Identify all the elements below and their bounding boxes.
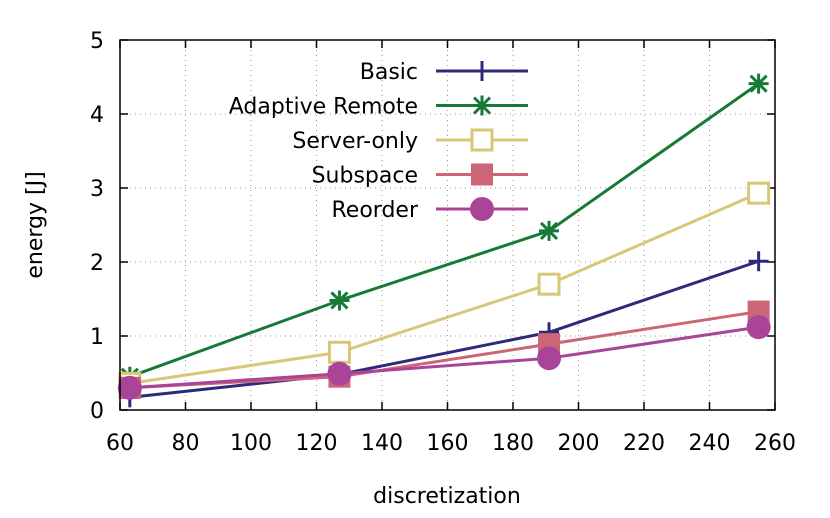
data-point-adaptive-remote [748, 73, 769, 94]
legend-marker [471, 163, 493, 186]
series-subspace [118, 300, 770, 399]
legend-label: Adaptive Remote [229, 95, 418, 120]
data-point-reorder [327, 361, 352, 386]
asterisk-marker-shape [472, 95, 492, 116]
open-square-marker-shape [470, 128, 494, 152]
x-tick-label: 180 [492, 431, 534, 456]
y-tick-label: 0 [90, 399, 104, 424]
x-tick-label: 260 [754, 431, 796, 456]
asterisk-marker-shape [539, 220, 560, 241]
filled-circle-marker-shape [117, 375, 142, 400]
data-point-server-only [747, 181, 771, 205]
legend-marker [470, 128, 494, 152]
data-point-server-only [537, 272, 561, 296]
legend-marker [472, 61, 492, 81]
legend-item-adaptive-remote: Adaptive Remote [229, 95, 528, 120]
plot-frame [119, 39, 776, 411]
legend-item-server-only: Server-only [292, 128, 528, 154]
data-point-adaptive-remote [329, 290, 350, 311]
legend-marker [472, 95, 492, 116]
tick-labels: 60 80 100 120 140 160 180 200 220 240 260 0 1 2 3 4 5 [90, 29, 796, 456]
grid-lines [120, 40, 775, 410]
legend-label: Subspace [312, 164, 418, 189]
asterisk-marker-shape [748, 73, 769, 94]
legend-item-reorder: Reorder [332, 197, 528, 223]
data-point-basic [748, 251, 769, 272]
y-axis-title: energy [J] [23, 171, 48, 278]
series-reorder [117, 315, 771, 400]
filled-circle-marker-shape [327, 361, 352, 386]
series-line-reorder [129, 325, 759, 390]
plus-marker-shape [748, 251, 769, 272]
open-square-marker-shape [327, 340, 351, 364]
x-tick-label: 240 [689, 431, 731, 456]
legend-label: Reorder [332, 198, 419, 223]
y-tick-label: 4 [90, 103, 104, 128]
filled-circle-marker-shape [537, 346, 562, 371]
legend-label: Basic [360, 60, 418, 85]
data-point-adaptive-remote [539, 220, 560, 241]
x-tick-label: 120 [296, 431, 338, 456]
y-tick-label: 2 [90, 251, 104, 276]
data-point-reorder [537, 346, 562, 371]
data-point-server-only [327, 340, 351, 364]
x-tick-label: 160 [427, 431, 469, 456]
series-line-subspace [129, 310, 759, 390]
series-line-adaptive-remote [129, 82, 760, 379]
series-line-server-only [129, 191, 760, 385]
series-line-basic [129, 259, 760, 399]
y-tick-label: 1 [90, 325, 104, 350]
asterisk-marker-shape [329, 290, 350, 311]
y-tick-label: 3 [90, 177, 104, 202]
filled-circle-marker-shape [470, 197, 494, 221]
filled-circle-marker-shape [746, 315, 771, 340]
filled-square-marker-shape [471, 163, 493, 186]
open-square-marker-shape [537, 272, 561, 296]
series-group [117, 73, 771, 408]
x-tick-label: 100 [230, 431, 272, 456]
x-axis-title: discretization [373, 484, 521, 509]
x-tick-label: 200 [558, 431, 600, 456]
y-tick-label: 5 [90, 29, 104, 54]
x-tick-label: 60 [106, 431, 134, 456]
open-square-marker-shape [747, 181, 771, 205]
x-tick-label: 80 [172, 431, 200, 456]
x-tick-label: 220 [623, 431, 665, 456]
legend-label: Server-only [292, 129, 418, 154]
legend-item-subspace: Subspace [312, 163, 528, 189]
data-point-reorder [746, 315, 771, 340]
legend-item-basic: Basic [360, 60, 528, 85]
x-tick-label: 140 [361, 431, 403, 456]
legend-marker [470, 197, 494, 221]
data-point-reorder [117, 375, 142, 400]
plus-marker-shape [472, 61, 492, 81]
